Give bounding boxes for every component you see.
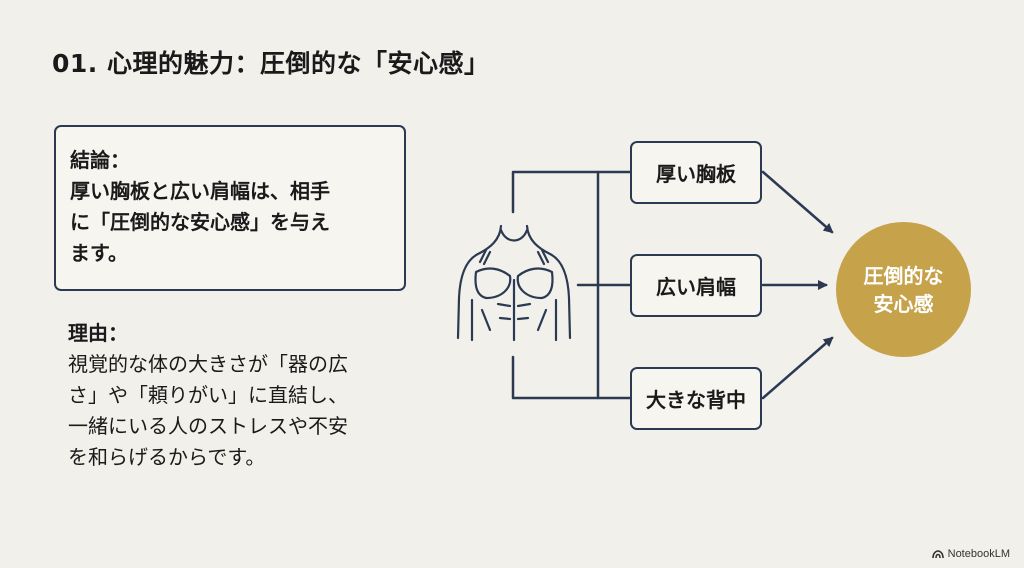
- reason-line-3: 一緒にいる人のストレスや不安: [68, 414, 348, 438]
- conclusion-line-2: に「圧倒的な安心感」を与え: [70, 210, 330, 234]
- notebooklm-logo-icon: [931, 549, 944, 558]
- goal-line-2: 安心感: [873, 291, 934, 316]
- node-thick-chest: 厚い胸板: [630, 141, 762, 204]
- brand-label: NotebookLM: [947, 548, 1010, 560]
- reason-line-1: 視覚的な体の大きさが「器の広: [68, 352, 348, 376]
- conclusion-heading: 結論：: [70, 148, 130, 172]
- reason-heading: 理由：: [68, 321, 128, 345]
- conclusion-line-3: ます。: [70, 241, 128, 265]
- conclusion-line-1: 厚い胸板と広い肩幅は、相手: [70, 179, 330, 203]
- node-big-back: 大きな背中: [630, 367, 762, 430]
- torso-icon: [456, 224, 572, 342]
- reason-line-2: さ」や「頼りがい」に直結し、: [68, 383, 348, 407]
- reason-section: 理由： 視覚的な体の大きさが「器の広 さ」や「頼りがい」に直結し、 一緒にいる人…: [68, 318, 348, 473]
- reason-line-4: を和らげるからです。: [68, 445, 266, 469]
- goal-circle: 圧倒的な 安心感: [836, 222, 971, 357]
- slide-title: 01. 心理的魅力：圧倒的な「安心感」: [52, 49, 490, 78]
- brand-badge: NotebookLM: [931, 548, 1010, 560]
- node-broad-shoulders: 広い肩幅: [630, 254, 762, 317]
- conclusion-box: 結論： 厚い胸板と広い肩幅は、相手 に「圧倒的な安心感」を与え ます。: [54, 125, 406, 291]
- goal-line-1: 圧倒的な: [863, 263, 944, 288]
